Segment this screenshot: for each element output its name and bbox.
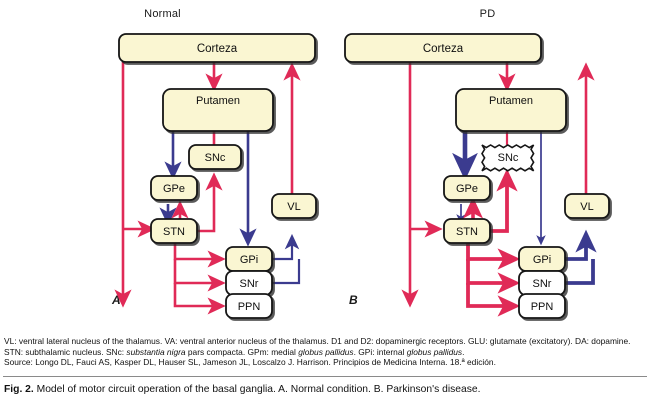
panel-normal: Normal A — [0, 0, 325, 330]
node-putamen-label: Putamen — [489, 95, 533, 107]
footnote-italic-globus-pallidus-1: globus pallidus — [298, 346, 354, 357]
node-stn[interactable]: STN — [150, 218, 198, 244]
node-vl[interactable]: VL — [271, 193, 317, 219]
figure-caption-text: Model of motor circuit operation of the … — [36, 384, 481, 395]
node-gpi[interactable]: GPi — [225, 246, 273, 272]
node-gpe[interactable]: GPe — [150, 175, 198, 201]
edge-stn-gpi — [173, 243, 226, 268]
node-corteza[interactable]: Corteza — [118, 33, 316, 63]
edge-gpi-vl — [564, 229, 597, 261]
node-stn[interactable]: STN — [443, 218, 491, 244]
node-vl-label: VL — [580, 201, 593, 213]
node-corteza-label: Corteza — [423, 43, 464, 55]
edge-stn-snc — [490, 168, 518, 233]
node-stn-label: STN — [163, 226, 185, 238]
edge-stn-ppn — [173, 283, 226, 315]
footnote-abbreviations: VL: ventral lateral nucleus of the thala… — [4, 336, 648, 368]
circuit-pd: Corteza Putamen GPe STN — [344, 33, 610, 319]
node-ppn-label: PPN — [238, 301, 261, 313]
node-corteza[interactable]: Corteza — [344, 33, 542, 63]
node-gpe-label: GPe — [163, 183, 185, 195]
panel-pd-letter: B — [349, 293, 358, 307]
panel-normal-title: Normal — [144, 8, 181, 20]
node-putamen-label: Putamen — [196, 95, 240, 107]
node-snr[interactable]: SNr — [518, 270, 566, 296]
node-snc-label: SNc — [205, 152, 226, 164]
panel-pd-title: PD — [479, 8, 496, 20]
node-snr[interactable]: SNr — [225, 270, 273, 296]
caption-divider — [3, 376, 647, 377]
edge-stn-ppn — [466, 283, 521, 317]
node-gpi[interactable]: GPi — [518, 246, 566, 272]
node-snc-label: SNc — [498, 152, 519, 164]
node-gpe[interactable]: GPe — [443, 175, 491, 201]
footnote-source: Source: Longo DL, Fauci AS, Kasper DL, H… — [4, 357, 496, 368]
edge-snr-vl — [564, 259, 595, 285]
node-ppn[interactable]: PPN — [225, 293, 273, 319]
footnote-line1-d: . — [462, 346, 465, 357]
edge-stn-snr — [466, 259, 521, 294]
node-gpe-label: GPe — [456, 183, 478, 195]
node-putamen[interactable]: Putamen — [162, 88, 274, 132]
circuit-normal: Corteza Putamen SNc GPe — [114, 33, 317, 319]
node-snc[interactable]: SNc — [188, 144, 242, 170]
node-gpi-label: GPi — [533, 254, 551, 266]
figure-number: Fig. 2. — [4, 384, 34, 395]
footnote-italic-substantia-nigra: substantia nigra — [126, 346, 186, 357]
node-stn-label: STN — [456, 226, 478, 238]
node-snr-label: SNr — [240, 278, 259, 290]
figure-caption: Fig. 2. Model of motor circuit operation… — [4, 383, 648, 396]
node-snc-degenerated[interactable]: SNc — [481, 144, 535, 172]
edge-gpi-vl — [271, 233, 300, 261]
node-putamen[interactable]: Putamen — [455, 88, 567, 132]
node-corteza-label: Corteza — [197, 43, 238, 55]
edge-stn-snr — [173, 259, 226, 292]
node-snr-label: SNr — [533, 278, 552, 290]
diagram-panels: Normal A — [0, 0, 650, 330]
edge-stn-gpi — [466, 243, 521, 270]
footnote-italic-globus-pallidus-2: globus pallidus — [406, 346, 463, 357]
panel-pd: PD B — [325, 0, 650, 330]
node-ppn-label: PPN — [531, 301, 554, 313]
node-gpi-label: GPi — [240, 254, 258, 266]
node-vl[interactable]: VL — [564, 193, 610, 219]
node-vl-label: VL — [287, 201, 300, 213]
node-ppn[interactable]: PPN — [518, 293, 566, 319]
edge-snr-vl — [271, 259, 301, 285]
edge-stn-snc — [197, 172, 223, 233]
footnote-line1-a: VL: ventral lateral nucleus of the thala… — [4, 336, 631, 357]
footnote-line1-c: . GPi: internal — [353, 346, 407, 357]
footnote-line1-b: pars compacta. GPm: medial — [185, 346, 299, 357]
